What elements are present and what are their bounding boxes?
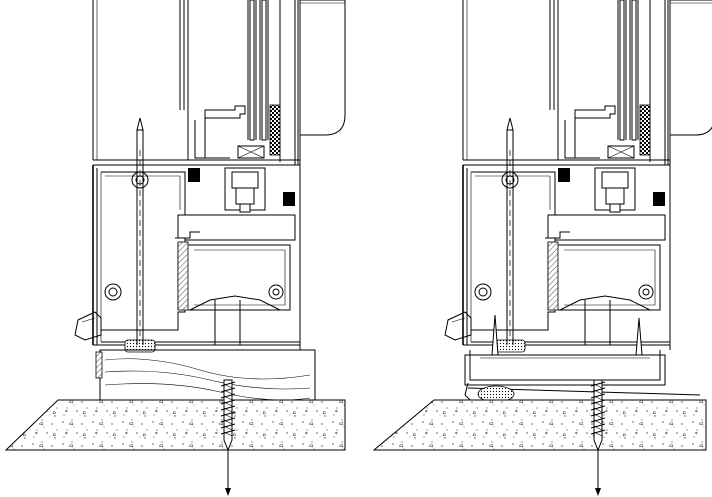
sub-sill	[95, 349, 316, 401]
anchor-bolt	[136, 117, 144, 345]
right-section	[372, 0, 712, 496]
concrete-slab	[372, 399, 707, 451]
left-section	[4, 0, 346, 496]
concrete-slab	[4, 399, 346, 451]
sub-sill-profile	[464, 350, 701, 403]
anchor-bolt	[506, 117, 514, 345]
